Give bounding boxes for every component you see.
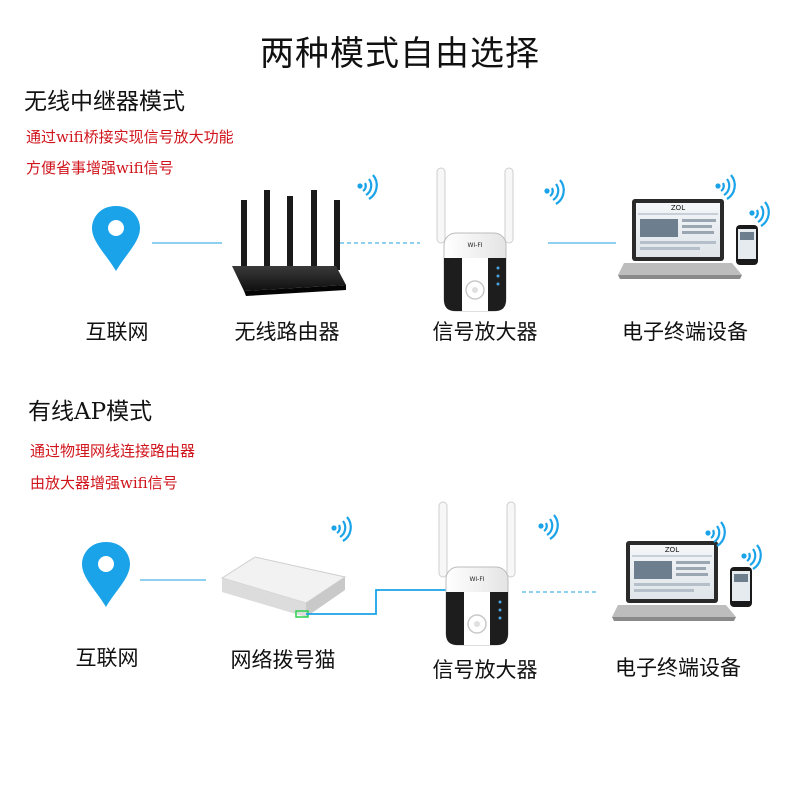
wifi-signal-icon	[543, 178, 565, 206]
wifi-signal-icon	[330, 515, 352, 543]
label-internet-1: 互联网	[85, 320, 149, 344]
signal-repeater-icon	[436, 167, 514, 312]
signal-repeater-icon	[438, 501, 516, 646]
repeater-brand-text: WI-FI	[469, 576, 484, 583]
label-wireless-router: 无线路由器	[234, 320, 340, 344]
wireless-router-icon	[232, 190, 346, 296]
wireless-mode-desc-1: 通过wifi桥接实现信号放大功能	[26, 128, 234, 146]
laptop-phone-icon	[618, 199, 758, 279]
wifi-signal-icon	[748, 200, 770, 228]
location-pin-icon	[92, 206, 140, 271]
laptop-phone-icon	[612, 541, 752, 621]
dialup-modem-icon	[220, 556, 347, 618]
location-pin-icon	[82, 542, 130, 607]
wifi-signal-icon	[537, 513, 559, 541]
label-modem: 网络拨号猫	[230, 648, 336, 672]
wired-mode-heading: 有线AP模式	[28, 399, 153, 425]
wifi-signal-icon	[356, 173, 378, 201]
label-terminal-1: 电子终端设备	[622, 320, 748, 344]
wired-mode-desc-1: 通过物理网线连接路由器	[30, 442, 196, 460]
wireless-mode-heading: 无线中继器模式	[24, 89, 185, 115]
repeater-brand-text: WI-FI	[467, 242, 482, 249]
page-title: 两种模式自由选择	[260, 34, 540, 74]
label-internet-2: 互联网	[75, 646, 139, 670]
wifi-signal-icon	[740, 543, 762, 571]
wireless-mode-desc-2: 方便省事增强wifi信号	[26, 159, 174, 177]
laptop-brand-text: ZOL	[671, 204, 685, 212]
label-repeater-1: 信号放大器	[432, 320, 538, 344]
label-repeater-2: 信号放大器	[432, 658, 538, 682]
wired-mode-desc-2: 由放大器增强wifi信号	[30, 474, 178, 492]
laptop-brand-text: ZOL	[665, 546, 679, 554]
wifi-signal-icon	[714, 173, 736, 201]
label-terminal-2: 电子终端设备	[615, 656, 741, 680]
